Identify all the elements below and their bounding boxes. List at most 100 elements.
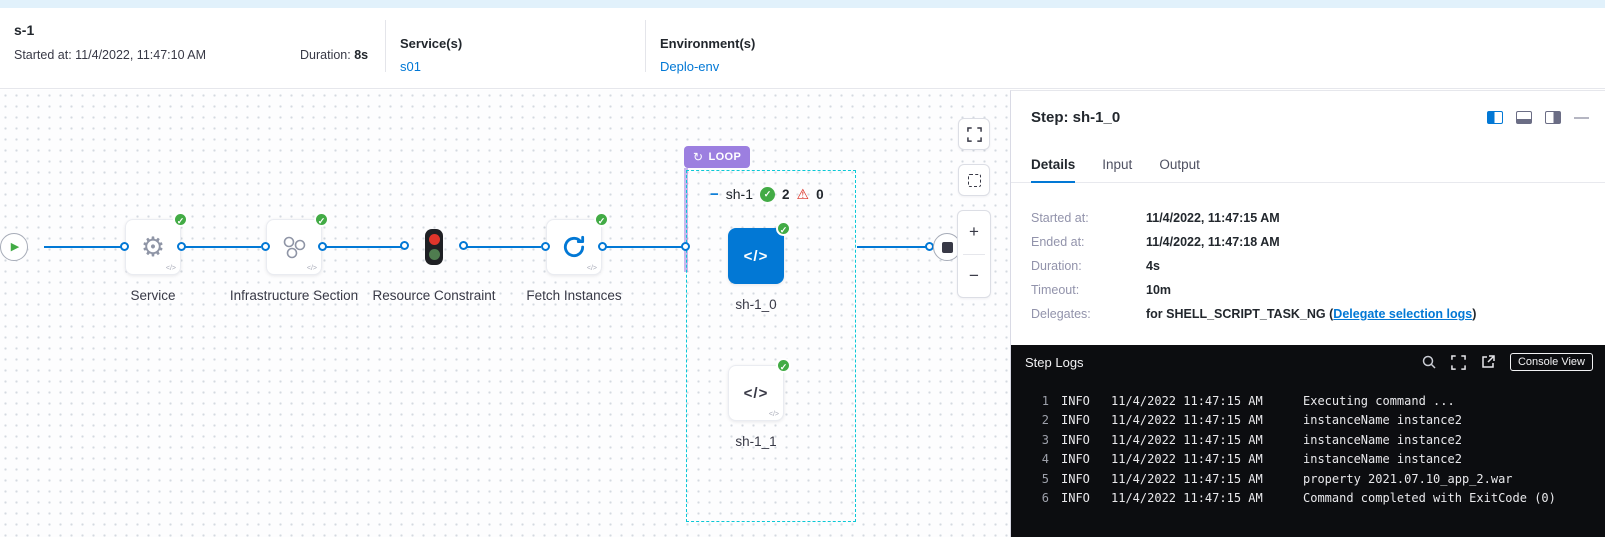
step-details-panel: Step: sh-1_0 — Details Input Output Star… <box>1010 90 1605 537</box>
loop-success-count: 2 <box>782 186 790 202</box>
log-level: INFO <box>1061 491 1090 506</box>
layout-bottom-icon[interactable] <box>1516 111 1532 124</box>
log-level: INFO <box>1061 452 1090 467</box>
duration-row: Duration: 8s <box>300 48 368 62</box>
node-port-icon <box>177 242 186 251</box>
loop-group-container[interactable] <box>686 170 856 522</box>
service-link[interactable]: s01 <box>400 59 421 74</box>
node-port-icon <box>261 242 270 251</box>
detail-row: Duration: 4s <box>1031 259 1585 274</box>
top-strip <box>0 0 1605 8</box>
details-section: Started at: 11/4/2022, 11:47:15 AM Ended… <box>1031 211 1585 331</box>
environment-link[interactable]: Deplo-env <box>660 59 720 74</box>
header-divider <box>385 20 386 72</box>
loop-badge-label: LOOP <box>708 151 742 163</box>
zoom-in-button[interactable]: + <box>969 222 979 242</box>
layout-left-icon[interactable] <box>1487 111 1503 124</box>
node-label: Service <box>130 288 176 303</box>
log-line-number: 2 <box>1041 413 1049 428</box>
delegate-selection-logs-link[interactable]: Delegate selection logs <box>1333 307 1473 321</box>
connector-line <box>326 246 401 248</box>
success-check-icon: ✓ <box>776 221 791 236</box>
zoom-out-button[interactable]: − <box>969 265 979 285</box>
open-in-new-button[interactable] <box>1481 355 1495 369</box>
node-resource-constraint[interactable] <box>400 219 468 275</box>
log-timestamp: 11/4/2022 11:47:15 AM <box>1111 452 1263 467</box>
detail-value: 11/4/2022, 11:47:18 AM <box>1146 235 1280 249</box>
detail-label: Started at: <box>1031 211 1089 225</box>
code-mark-icon: </> <box>306 265 317 272</box>
code-icon: </> <box>743 247 769 265</box>
loop-group-header: − sh-1 ✓ 2 ⚠ 0 <box>710 186 824 202</box>
fullscreen-icon <box>966 126 982 142</box>
panel-header: Step: sh-1_0 — <box>1031 109 1589 126</box>
tab-details[interactable]: Details <box>1031 147 1076 183</box>
layout-right-icon[interactable] <box>1545 111 1561 124</box>
zoom-controls: + − <box>957 210 991 298</box>
marquee-icon <box>967 173 981 187</box>
detail-row: Ended at: 11/4/2022, 11:47:18 AM <box>1031 235 1585 250</box>
expand-logs-button[interactable] <box>1451 354 1466 370</box>
log-level: INFO <box>1061 413 1090 428</box>
connector-line <box>185 246 261 248</box>
duration-label: Duration: <box>300 48 351 62</box>
node-service[interactable]: ⚙ </> ✓ <box>120 212 188 275</box>
traffic-light-icon <box>425 229 443 265</box>
detail-row-delegates: Delegates: for SHELL_SCRIPT_TASK_NG (Del… <box>1031 307 1585 322</box>
log-level: INFO <box>1061 393 1090 408</box>
detail-value: 4s <box>1146 259 1160 273</box>
search-logs-button[interactable] <box>1422 355 1436 369</box>
console-view-button[interactable]: Console View <box>1509 353 1593 371</box>
node-label: Infrastructure Section <box>229 288 359 303</box>
step-logs-title: Step Logs <box>1025 354 1084 370</box>
connector-line <box>857 246 931 248</box>
green-light-icon <box>428 249 440 261</box>
tab-input[interactable]: Input <box>1102 157 1133 172</box>
node-infrastructure-section[interactable]: </> ✓ <box>261 212 329 275</box>
step-title: Step: sh-1_0 <box>1031 109 1121 126</box>
detail-row: Timeout: 10m <box>1031 283 1585 298</box>
loop-group-name[interactable]: sh-1 <box>725 186 753 202</box>
fullscreen-icon <box>1451 354 1466 370</box>
node-port-icon <box>459 241 468 250</box>
minimize-button[interactable]: — <box>1574 109 1589 126</box>
collapse-loop-button[interactable]: − <box>710 185 719 203</box>
success-check-icon: ✓ <box>173 212 188 227</box>
start-node: ▶ <box>0 233 28 261</box>
loop-error-count: 0 <box>816 186 824 202</box>
search-icon <box>1422 355 1436 369</box>
loop-badge: ↻ LOOP <box>684 146 751 168</box>
delegates-prefix: for SHELL_SCRIPT_TASK_NG ( <box>1146 307 1334 321</box>
infrastructure-icon <box>283 236 306 259</box>
zoom-divider <box>963 253 985 255</box>
node-port-icon <box>400 241 409 250</box>
success-check-icon: ✓ <box>760 186 775 202</box>
node-sh-1_1[interactable]: </> </> ✓ <box>728 358 791 421</box>
log-message: Command completed with ExitCode (0) <box>1303 491 1556 506</box>
node-fetch-instances[interactable]: </> ✓ <box>541 212 609 275</box>
tab-output[interactable]: Output <box>1159 157 1200 172</box>
node-sh-1_0[interactable]: </> ✓ <box>728 221 791 284</box>
log-line-number: 6 <box>1041 491 1049 506</box>
fullscreen-button[interactable] <box>958 118 990 150</box>
started-value: 11/4/2022, 11:47:10 AM <box>75 48 207 62</box>
detail-value: 10m <box>1146 283 1172 297</box>
log-message: property 2021.07.10_app_2.war <box>1303 471 1513 486</box>
node-port-icon <box>681 242 690 251</box>
success-check-icon: ✓ <box>314 212 329 227</box>
stop-icon <box>941 241 953 253</box>
pipeline-canvas[interactable]: ↻ LOOP − sh-1 ✓ 2 ⚠ 0 ▶ ⚙ </> ✓ Service <box>0 90 1010 537</box>
log-line-number: 3 <box>1041 432 1049 447</box>
code-mark-icon: </> <box>768 411 779 418</box>
connector-line <box>606 246 686 248</box>
header-divider <box>645 20 646 72</box>
marquee-select-button[interactable] <box>958 164 990 196</box>
code-mark-icon: </> <box>586 265 597 272</box>
node-port-icon <box>598 242 607 251</box>
